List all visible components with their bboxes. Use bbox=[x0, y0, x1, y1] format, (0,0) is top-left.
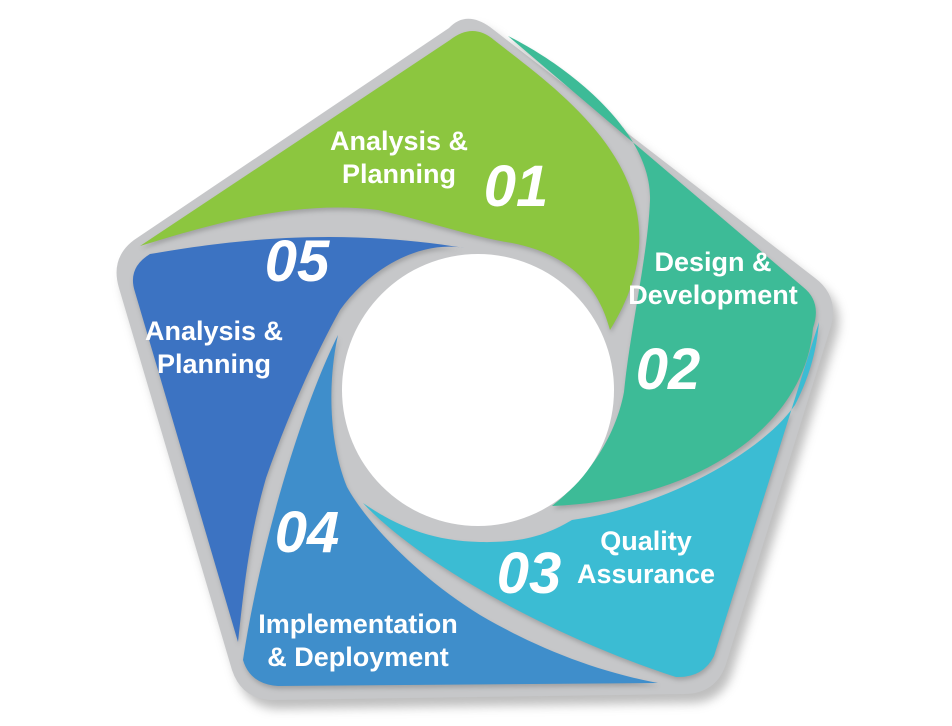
segment-04-shape bbox=[243, 335, 658, 686]
segment-05-label: Analysis &Planning bbox=[145, 316, 283, 379]
segment-03-label-line2: Assurance bbox=[577, 559, 715, 589]
segment-04-label-line1: Implementation bbox=[258, 609, 458, 639]
segment-05-number: 05 bbox=[265, 229, 330, 294]
segment-02-label-line1: Design & bbox=[654, 247, 771, 277]
segment-05-shape bbox=[132, 237, 465, 642]
segment-02-label: Design &Development bbox=[628, 247, 798, 310]
segment-03-number: 03 bbox=[497, 541, 562, 606]
segment-04-number: 04 bbox=[275, 500, 340, 565]
center-hole bbox=[342, 254, 614, 526]
segment-01-label: Analysis &Planning bbox=[330, 126, 468, 189]
segment-01-label-line1: Analysis & bbox=[330, 126, 468, 156]
segment-02-shape bbox=[508, 36, 816, 506]
segment-01-number: 01 bbox=[484, 154, 549, 219]
segment-shapes bbox=[132, 31, 819, 686]
segment-04-label-line2: & Deployment bbox=[267, 642, 449, 672]
segment-05-label-line1: Analysis & bbox=[145, 316, 283, 346]
segment-05-label-line2: Planning bbox=[157, 349, 271, 379]
segment-01-label-line2: Planning bbox=[342, 159, 456, 189]
segment-02-number: 02 bbox=[636, 337, 701, 402]
segment-04-label: Implementation& Deployment bbox=[258, 609, 458, 672]
segment-01-shape bbox=[140, 31, 640, 330]
segment-03-shape bbox=[363, 322, 819, 678]
segment-03-label-line1: Quality bbox=[600, 526, 692, 556]
segment-texts: Analysis &Planning 01 Design &Developmen… bbox=[145, 126, 798, 672]
segment-02-label-line2: Development bbox=[628, 280, 798, 310]
